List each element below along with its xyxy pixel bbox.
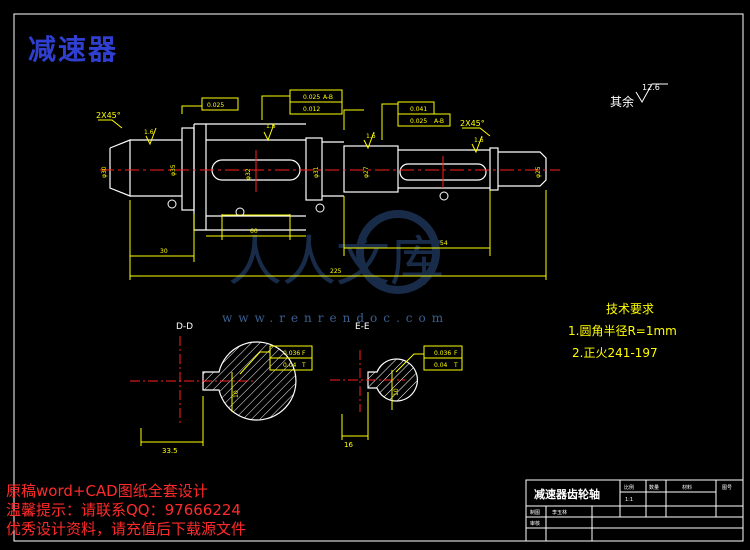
- tol-3: 0.012: [303, 106, 320, 113]
- title-block: [525, 479, 744, 542]
- section-dd-tol1: 0.036: [283, 350, 300, 357]
- dim-dia-5: φ27: [363, 166, 370, 178]
- section-ee-tol1: 0.036: [434, 350, 451, 357]
- dim-len-30: 30: [160, 248, 168, 255]
- dim-total: 225: [330, 268, 342, 275]
- watermark-logo: 人人文库: [228, 210, 444, 294]
- tol-5: 0.025: [410, 118, 427, 125]
- dimension-lines: [98, 95, 547, 280]
- section-ee-f: F: [454, 350, 458, 357]
- drawing-title: 减速器: [28, 33, 119, 66]
- section-dd-width: 33.5: [162, 447, 178, 455]
- check-label: 审核: [530, 520, 540, 527]
- section-ee-width: 16: [344, 441, 353, 449]
- tol-2: 0.025: [303, 94, 320, 101]
- watermark-url: www.renrendoc.com: [222, 311, 450, 325]
- dim-len-60: 60: [250, 228, 258, 235]
- dim-dia-4: φ31: [313, 166, 320, 178]
- chamfer-left: 2X45°: [96, 111, 121, 120]
- note-line-3: 优秀设计资料，请充值后下载源文件: [6, 520, 247, 538]
- material-label: 材料: [682, 484, 692, 491]
- dim-dia-2: φ35: [170, 164, 177, 176]
- section-ee-t: T: [453, 362, 458, 369]
- section-dd-tol2: 0.04: [283, 362, 297, 369]
- rest-roughness-value: 12.6: [642, 83, 660, 92]
- drawing-border: [13, 13, 744, 542]
- rest-roughness-label: 其余: [610, 95, 635, 109]
- dim-dia-6: φ25: [535, 166, 542, 178]
- section-ee-tol2: 0.04: [434, 362, 448, 369]
- datum-markers: [167, 191, 449, 217]
- note-line-2: 温馨提示：请联系QQ：97666224: [6, 501, 241, 519]
- chamfer-right: 2X45°: [460, 119, 485, 128]
- part-name: 减速器齿轮轴: [534, 487, 600, 501]
- drawing-no-label: 图号: [722, 485, 732, 491]
- scale-value: 1:1: [625, 497, 633, 503]
- section-ee-label: E-E: [355, 322, 370, 332]
- tol-5-datum: A-B: [434, 118, 444, 125]
- tol-2-datum: A-B: [323, 94, 333, 101]
- section-ee-side: 10: [393, 388, 400, 396]
- dim-len-54: 54: [440, 240, 448, 247]
- rough-1: 1.6: [144, 129, 154, 136]
- drawer-name: 李玉林: [552, 509, 567, 516]
- rough-4: 1.6: [474, 137, 484, 144]
- note-line-1: 原稿word+CAD图纸全套设计: [6, 482, 208, 500]
- drawn-label: 制图: [530, 509, 540, 516]
- tol-4: 0.041: [410, 106, 427, 113]
- shaft-outline: [109, 123, 547, 231]
- scale-label: 比例: [624, 484, 634, 491]
- tech-heading: 技术要求: [606, 302, 655, 316]
- qty-label: 数量: [649, 484, 659, 491]
- tech-item-2: 2.正火241-197: [572, 346, 658, 360]
- watermark-brand: 人人文库: [228, 230, 444, 293]
- section-dd-label: D-D: [176, 322, 193, 332]
- section-dd-side: 10: [233, 390, 240, 398]
- section-dd: D-D 33.5 10 0.036 F 0.04 T: [130, 322, 313, 455]
- title-block-texts: 减速器齿轮轴 比例 1:1 数量 材料 图号 制图 李玉林 审核: [530, 484, 732, 527]
- dim-dia-1: φ30: [101, 166, 108, 178]
- rough-3: 1.6: [366, 133, 376, 140]
- section-dd-t: T: [301, 362, 306, 369]
- tech-item-1: 1.圆角半径R=1mm: [568, 324, 677, 338]
- section-dd-f: F: [302, 350, 306, 357]
- rough-2: 1.6: [266, 123, 276, 130]
- promo-notes: 原稿word+CAD图纸全套设计 温馨提示：请联系QQ：97666224 优秀设…: [6, 482, 246, 539]
- tolerance-frames: [201, 89, 451, 127]
- rest-roughness-symbol: [635, 83, 668, 103]
- dim-dia-3: φ32: [245, 168, 252, 180]
- section-ee: E-E 16 10 0.036 F 0.04 T: [330, 322, 463, 449]
- tol-1: 0.025: [207, 102, 224, 109]
- dimension-texts: 0.025 0.025 A-B 0.012 0.041 0.025 A-B 2X…: [96, 94, 542, 275]
